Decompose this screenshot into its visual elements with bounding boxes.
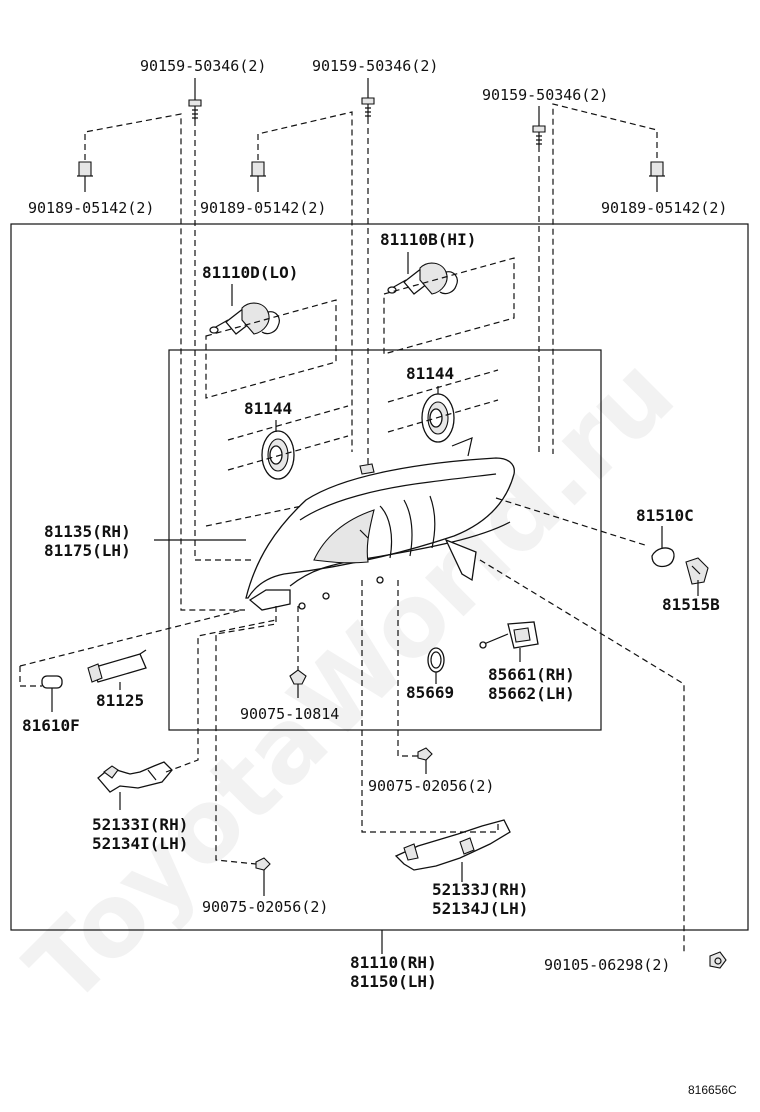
side-lamp-part[interactable] [651, 547, 675, 568]
label-bracket-i-rh: 52133I(RH) [92, 815, 188, 834]
label-nut-a: 90189-05142(2) [28, 199, 154, 217]
label-nut-c: 90189-05142(2) [601, 199, 727, 217]
watermark: ToyotaWorld.ru [4, 335, 696, 1027]
label-side-socket: 81515B [662, 595, 720, 614]
cap-left-part[interactable] [261, 430, 295, 480]
label-assy-rh: 81110(RH) [350, 953, 437, 972]
label-clip-02056-right: 90075-02056(2) [368, 777, 494, 795]
label-oring-85669: 85669 [406, 683, 454, 702]
side-socket-part[interactable] [685, 557, 709, 585]
label-screw-c: 90159-50346(2) [482, 86, 608, 104]
lo-bulb-part[interactable] [209, 302, 280, 335]
bracket-j-part[interactable] [394, 819, 511, 871]
nut-c-part[interactable] [649, 161, 665, 177]
label-cap-right: 81144 [406, 364, 454, 383]
screw-b-part[interactable] [361, 97, 375, 118]
oring-85669-part[interactable] [427, 647, 445, 673]
label-screw-a: 90159-50346(2) [140, 57, 266, 75]
screw-c-part[interactable] [532, 125, 546, 146]
label-nut-b: 90189-05142(2) [200, 199, 326, 217]
label-socket-81125: 81125 [96, 691, 144, 710]
socket-81125-part[interactable] [87, 649, 147, 683]
clip-02056-left-part[interactable] [255, 857, 271, 871]
label-bracket-j-rh: 52133J(RH) [432, 880, 528, 899]
label-actuator-lh: 85662(LH) [488, 684, 575, 703]
label-bracket-j-lh: 52134J(LH) [432, 899, 528, 918]
bolt-06298-part[interactable] [709, 951, 727, 969]
label-bulb-lo: 81110D(LO) [202, 263, 298, 282]
label-actuator-rh: 85661(RH) [488, 665, 575, 684]
label-lens-rh: 81135(RH) [44, 522, 131, 541]
label-bulb-81610f: 81610F [22, 716, 80, 735]
headlamp-housing-part[interactable] [245, 437, 515, 611]
nut-b-part[interactable] [250, 161, 266, 177]
label-screw-b: 90159-50346(2) [312, 57, 438, 75]
bracket-i-part[interactable] [97, 761, 173, 793]
diagram-code: 816656C [688, 1083, 737, 1097]
clip-02056-right-part[interactable] [417, 747, 433, 761]
hi-bulb-part[interactable] [387, 262, 458, 295]
label-bulb-hi: 81110B(HI) [380, 230, 476, 249]
label-clip-10814: 90075-10814 [240, 705, 339, 723]
label-bolt-06298: 90105-06298(2) [544, 956, 670, 974]
label-clip-02056-left: 90075-02056(2) [202, 898, 328, 916]
bulb-81610f-part[interactable] [41, 675, 63, 689]
outer-frame [10, 223, 749, 931]
label-lens-lh: 81175(LH) [44, 541, 131, 560]
label-cap-left: 81144 [244, 399, 292, 418]
actuator-part[interactable] [479, 621, 539, 649]
label-side-lamp: 81510C [636, 506, 694, 525]
label-bracket-i-lh: 52134I(LH) [92, 834, 188, 853]
clip-10814-part[interactable] [289, 669, 307, 685]
label-assy-lh: 81150(LH) [350, 972, 437, 991]
nut-a-part[interactable] [77, 161, 93, 177]
screw-a-part[interactable] [188, 99, 202, 120]
